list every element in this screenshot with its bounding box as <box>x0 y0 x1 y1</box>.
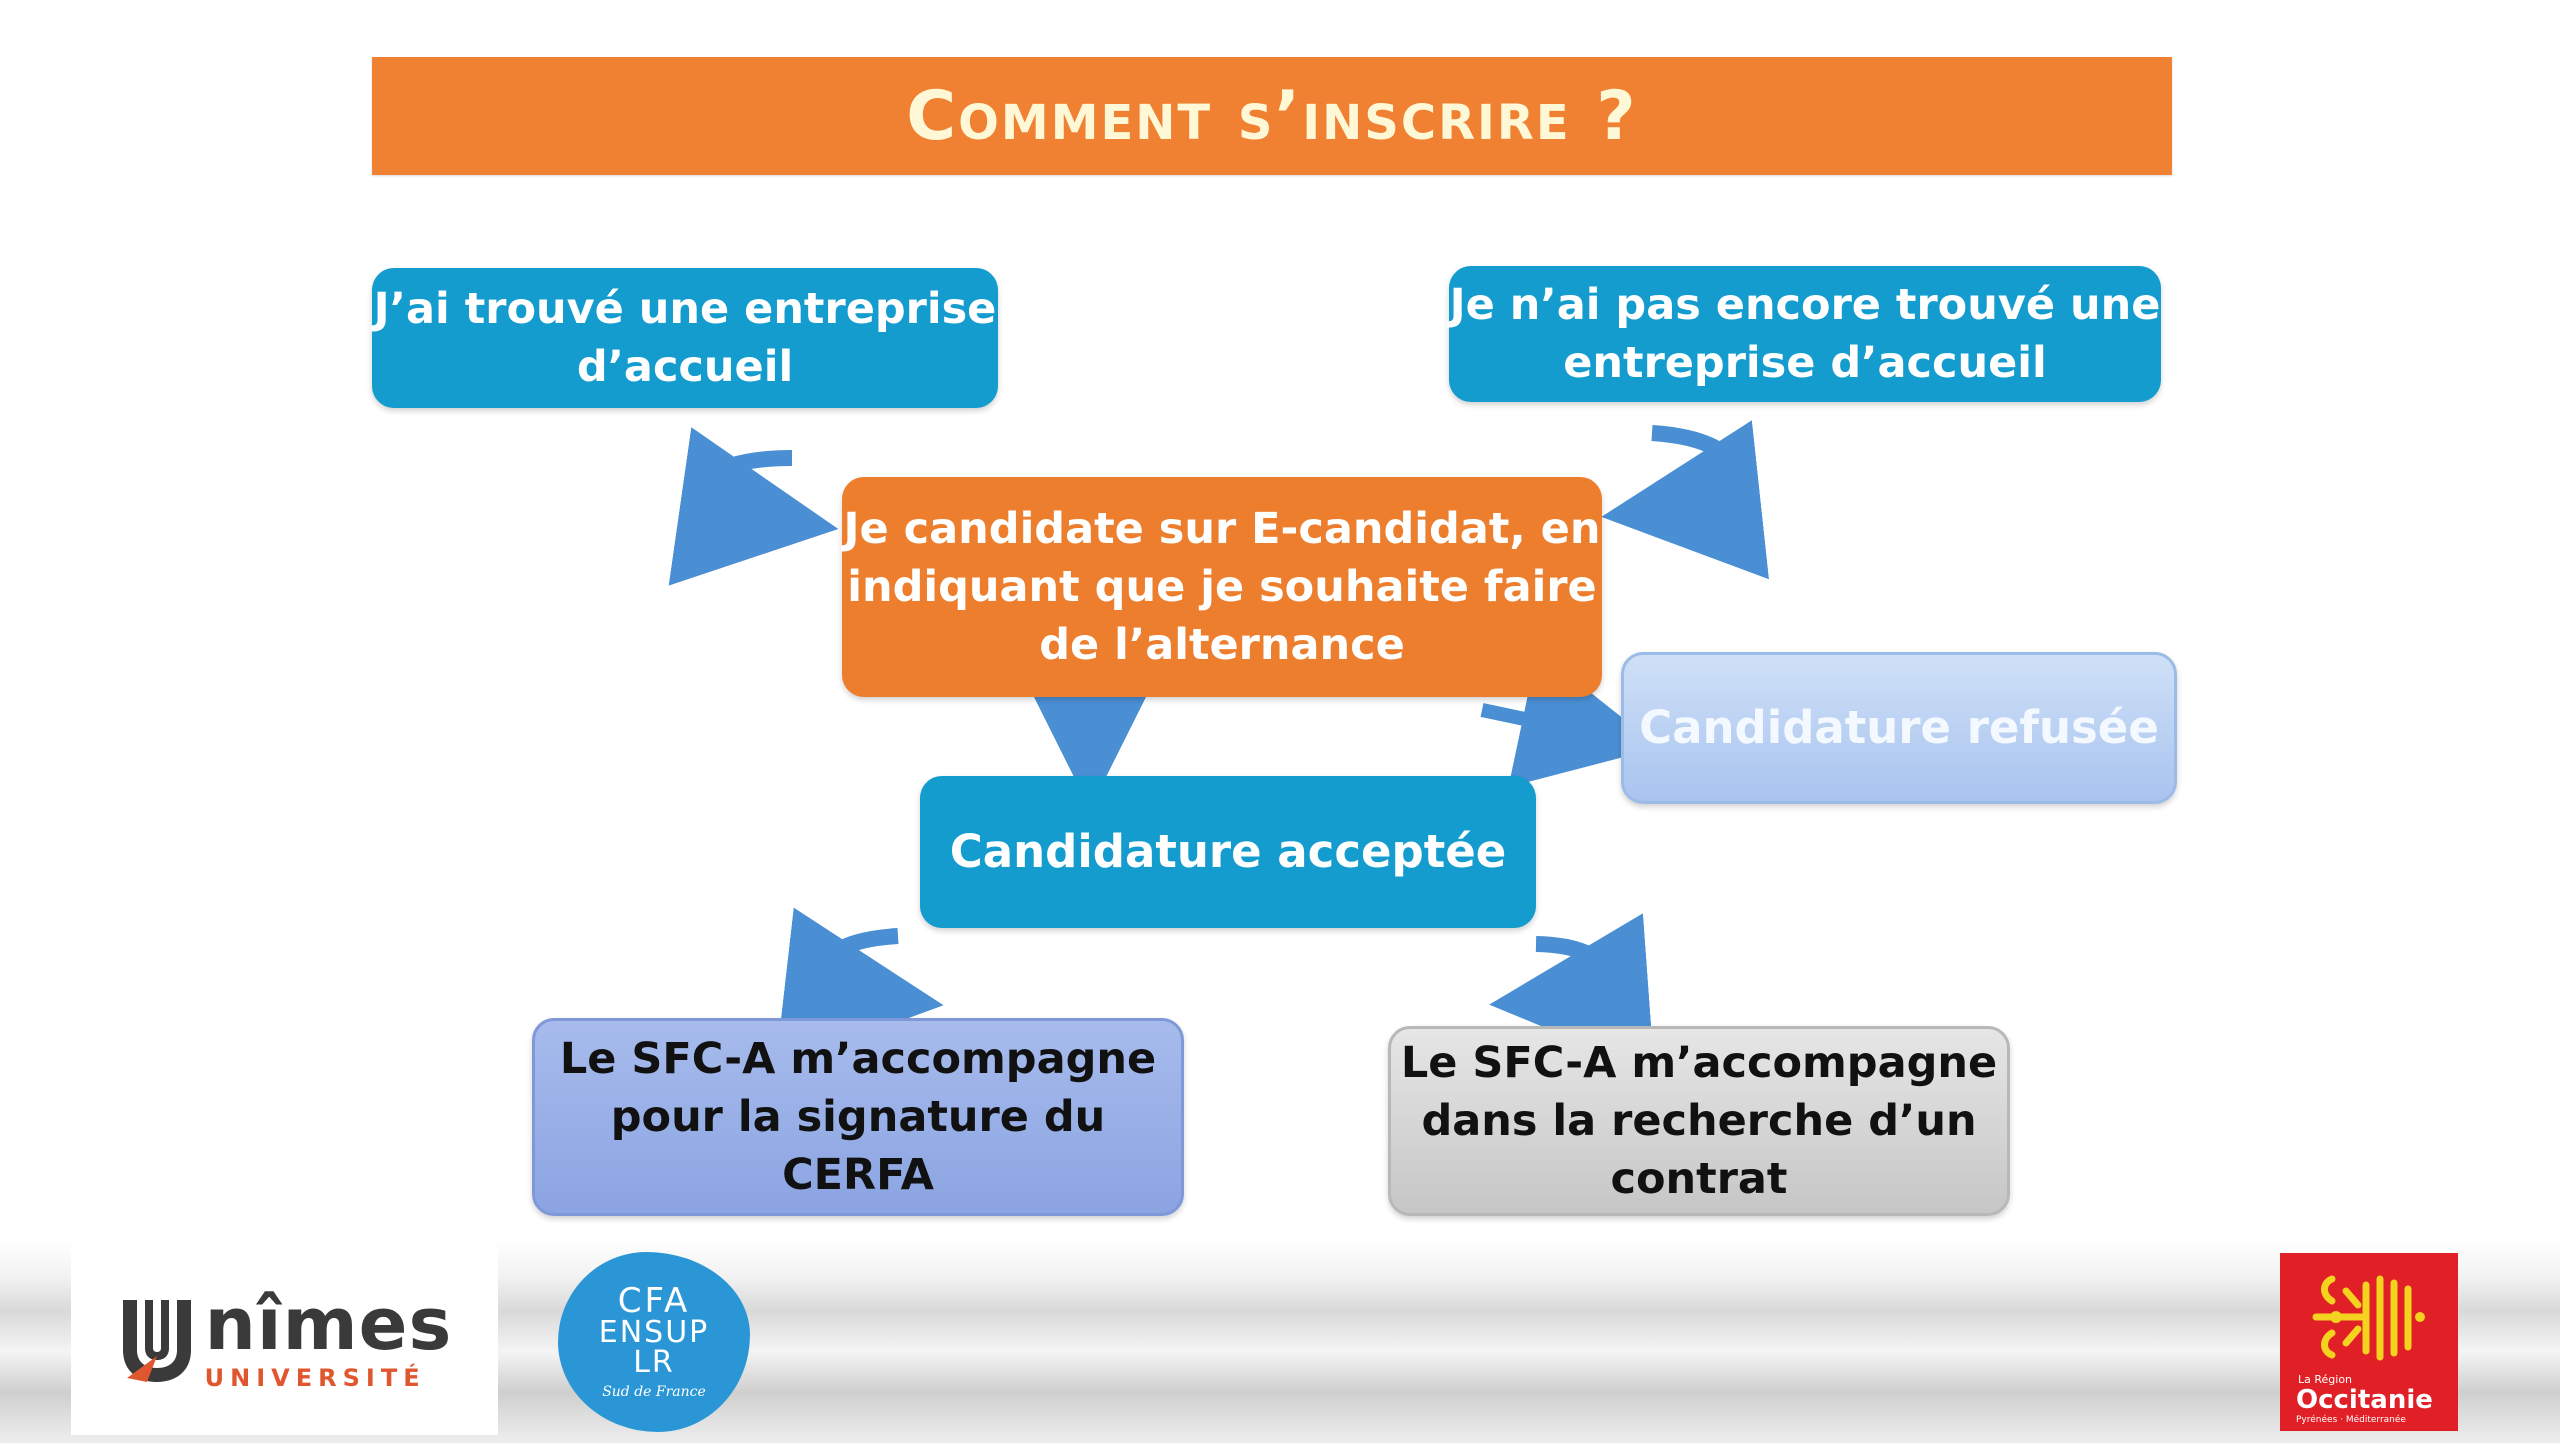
curved-arrow-accepted-to-search <box>1489 913 1655 1073</box>
cfa-logo-line3: LR <box>633 1345 675 1380</box>
box-apply-e-candidat-text: Je candidate sur E-candidat, en indiquan… <box>843 503 1601 671</box>
cfa-logo-line2: ENSUP <box>598 1315 710 1350</box>
box-not-found-company: Je n’ai pas encore trouvé une entreprise… <box>1449 266 2161 402</box>
nimes-universite-logo: nîmes UNIVERSITÉ <box>71 1245 498 1435</box>
nimes-u-mark-icon <box>122 1300 191 1382</box>
occitanie-logo-name: Occitanie <box>2296 1385 2433 1415</box>
box-sfca-contract-search: Le SFC-A m’accompagne dans la recherche … <box>1388 1026 2010 1216</box>
cfa-logo-line1: CFA <box>617 1281 691 1321</box>
box-sfca-cerfa: Le SFC-A m’accompagne pour la signature … <box>532 1018 1184 1216</box>
box-found-company: J’ai trouvé une entreprise d’accueil <box>372 268 998 408</box>
occitanie-logo-small: La Région <box>2298 1373 2353 1386</box>
box-application-refused-text: Candidature refusée <box>1639 700 2159 754</box>
box-application-refused: Candidature refusée <box>1621 652 2177 804</box>
box-sfca-contract-search-text: Le SFC-A m’accompagne dans la recherche … <box>1400 1037 1998 1205</box>
cfa-logo-line4: Sud de France <box>602 1384 706 1400</box>
title-banner: Comment s’inscrire ? <box>372 57 2172 175</box>
arrow-apply-to-refused <box>1480 650 1660 788</box>
box-found-company-text: J’ai trouvé une entreprise d’accueil <box>373 283 997 392</box>
slide-title: Comment s’inscrire ? <box>906 76 1638 156</box>
box-application-accepted-text: Candidature acceptée <box>949 824 1507 878</box>
occitanie-logo-subtitle: Pyrénées · Méditerranée <box>2296 1415 2406 1425</box>
occitan-cross-icon <box>2312 1275 2425 1361</box>
curved-arrow-accepted-to-cerfa <box>775 907 944 1067</box>
nimes-logo-name: nîmes <box>204 1282 453 1366</box>
box-sfca-cerfa-text: Le SFC-A m’accompagne pour la signature … <box>559 1033 1157 1201</box>
box-not-found-company-text: Je n’ai pas encore trouvé une entreprise… <box>1449 279 2161 388</box>
box-application-accepted: Candidature acceptée <box>920 776 1536 928</box>
region-occitanie-logo: La Région Occitanie Pyrénées · Méditerra… <box>2280 1253 2458 1431</box>
box-apply-e-candidat: Je candidate sur E-candidat, en indiquan… <box>842 477 1602 697</box>
curved-arrow-found-to-apply <box>668 427 839 586</box>
curved-arrow-notfound-to-apply <box>1601 420 1770 580</box>
nimes-logo-subtitle: UNIVERSITÉ <box>204 1364 426 1392</box>
cfa-ensup-lr-logo: CFA ENSUP LR Sud de France <box>558 1252 750 1432</box>
